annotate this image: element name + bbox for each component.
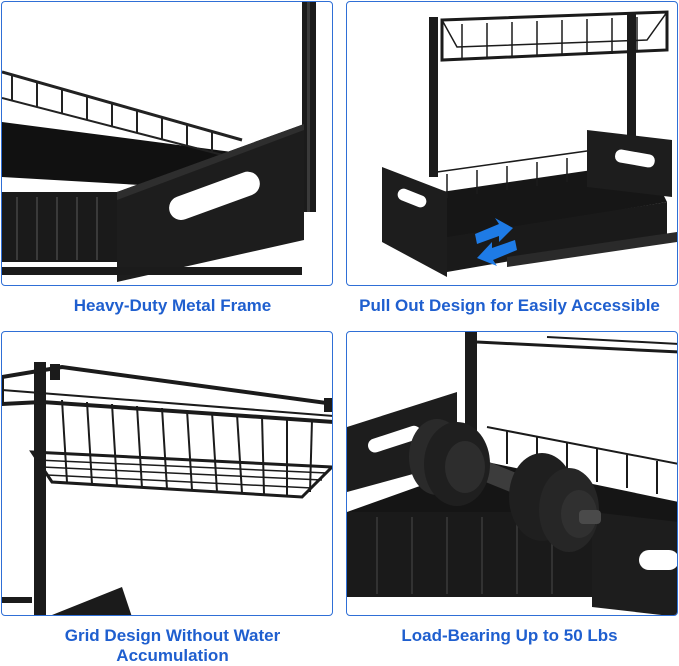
caption-grid-design-line1: Grid Design Without Water: [64, 626, 281, 645]
frame-closeup-illustration: [2, 2, 316, 282]
panel-load-bearing: [346, 331, 678, 616]
panel-pull-out-design: [346, 1, 678, 286]
panel-grid-design: [1, 331, 333, 616]
caption-pull-out-design: Pull Out Design for Easily Accessible: [359, 296, 660, 315]
grid-basket-illustration: [2, 362, 332, 615]
pull-out-illustration: [382, 10, 677, 277]
panel-heavy-duty-frame: [1, 1, 333, 286]
caption-load-bearing: Load-Bearing Up to 50 Lbs: [401, 626, 618, 645]
caption-grid-design: Grid Design Without Water Accumulation: [0, 626, 345, 666]
caption-grid-design-line2: Accumulation: [116, 646, 229, 665]
caption-heavy-duty-frame: Heavy-Duty Metal Frame: [73, 296, 272, 315]
dumbbell-basket-illustration: [347, 332, 677, 615]
